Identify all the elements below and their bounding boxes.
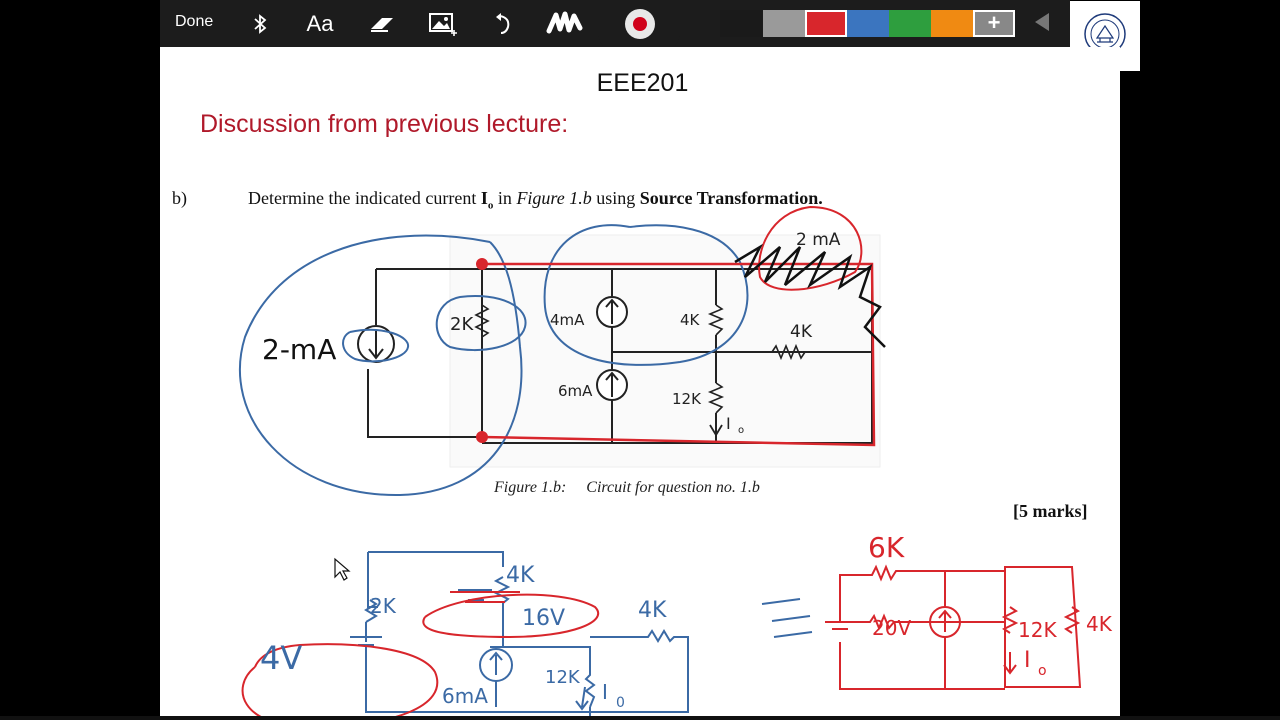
circuit-figure: 2K 4mA 4K 4K 6mA 12K I o 2 mA bbox=[357, 230, 881, 468]
color-swatch-blue[interactable] bbox=[847, 10, 889, 37]
current-symbol: I bbox=[480, 188, 488, 208]
right-circuit-wires bbox=[839, 566, 1082, 688]
marker-button[interactable] bbox=[545, 7, 585, 41]
undo-button[interactable] bbox=[487, 7, 521, 41]
question-text-2: in bbox=[493, 188, 517, 208]
ink-label-16v: 16V bbox=[522, 606, 565, 631]
color-swatch-orange[interactable] bbox=[931, 10, 973, 37]
question-text-1: Determine the indicated current bbox=[248, 188, 481, 208]
circle-4ma-4k bbox=[543, 224, 749, 366]
insert-image-button[interactable] bbox=[426, 7, 460, 41]
current-source-6ma bbox=[596, 369, 628, 401]
plus-icon: + bbox=[987, 10, 1001, 35]
figure-caption-label: Figure 1.b: bbox=[494, 479, 567, 496]
record-button[interactable] bbox=[625, 9, 655, 39]
section-heading: Discussion from previous lecture: bbox=[200, 110, 569, 138]
add-color-button[interactable]: + bbox=[973, 10, 1015, 37]
circle-left-network bbox=[239, 234, 523, 497]
current-source-4ma bbox=[596, 296, 628, 328]
chevron-left-icon[interactable] bbox=[1035, 13, 1049, 31]
page-title: EEE201 bbox=[596, 69, 689, 97]
circle-2ma bbox=[342, 328, 410, 363]
color-swatch-gray[interactable] bbox=[763, 10, 805, 37]
annotation-toolbar: Done Aa + bbox=[160, 0, 1070, 54]
current-subscript: o bbox=[487, 199, 494, 212]
lecture-slide: EEE201 Discussion from previous lecture:… bbox=[160, 47, 1120, 720]
text-tool-label: Aa bbox=[306, 11, 334, 36]
ink-label-6ma: 6mA bbox=[442, 684, 488, 708]
resistor-12k bbox=[707, 382, 725, 414]
figure-reference: Figure 1.b bbox=[516, 188, 592, 208]
done-button[interactable]: Done bbox=[175, 13, 214, 30]
ink-label-io-sub: 0 bbox=[616, 695, 625, 711]
bottom-circuit-top-wire bbox=[368, 551, 504, 567]
undo-icon bbox=[496, 13, 510, 34]
current-io-arrow bbox=[709, 413, 723, 437]
ink-label-4k-far-right: 4K bbox=[1086, 612, 1113, 636]
label-io-sub: o bbox=[738, 425, 744, 436]
ink-label-12k-right: 12K bbox=[1018, 618, 1057, 642]
blue-ink bbox=[239, 224, 749, 720]
color-swatch-red[interactable] bbox=[805, 10, 847, 37]
label-12k: 12K bbox=[672, 390, 702, 408]
record-icon bbox=[633, 17, 647, 31]
color-swatch-green[interactable] bbox=[889, 10, 931, 37]
question-label: b) bbox=[172, 188, 187, 208]
ink-label-io-right-sub: o bbox=[1038, 663, 1047, 679]
resistor-2k bbox=[474, 304, 490, 338]
mouse-cursor-icon bbox=[334, 557, 351, 581]
label-4ma: 4mA bbox=[550, 311, 585, 329]
bluetooth-button[interactable] bbox=[243, 7, 277, 41]
label-io: I bbox=[726, 414, 731, 433]
text-tool-button[interactable]: Aa bbox=[303, 7, 337, 41]
resistor-4k-vertical bbox=[707, 304, 725, 336]
handwritten-annotations: 2-mA 4K 2K 16V 4K 4V 6mA 12K I 0 6K 20V … bbox=[239, 206, 1113, 720]
circle-16v-source bbox=[422, 593, 600, 639]
ink-label-4k-right: 4K bbox=[638, 598, 667, 623]
ink-label-2k: 2K bbox=[370, 594, 397, 618]
bluetooth-icon bbox=[254, 14, 267, 34]
label-4k-horizontal: 4K bbox=[790, 322, 813, 342]
question-text: Determine the indicated current Io in Fi… bbox=[248, 188, 823, 212]
ink-label-io: I bbox=[602, 680, 608, 704]
label-4k-vertical: 4K bbox=[680, 311, 701, 329]
ink-label-6k: 6K bbox=[868, 531, 905, 564]
method-name: Source Transformation. bbox=[639, 188, 823, 208]
image-icon bbox=[429, 13, 457, 36]
circle-2ma-source bbox=[758, 206, 863, 291]
label-2k: 2K bbox=[450, 314, 474, 335]
marker-icon bbox=[546, 11, 583, 34]
label-2ma-source: 2 mA bbox=[796, 230, 841, 250]
bottom-bar bbox=[0, 716, 1280, 720]
ink-label-12k: 12K bbox=[545, 667, 581, 688]
eraser-button[interactable] bbox=[365, 7, 399, 41]
marks-label: [5 marks] bbox=[1013, 501, 1088, 521]
eraser-icon bbox=[371, 18, 393, 32]
circle-2k bbox=[435, 295, 527, 351]
ink-label-2ma: 2-mA bbox=[262, 333, 336, 366]
figure-caption-text: Circuit for question no. 1.b bbox=[586, 479, 760, 496]
color-swatch-black[interactable] bbox=[720, 10, 762, 37]
ink-label-20v: 20V bbox=[872, 616, 911, 640]
label-6ma: 6mA bbox=[558, 382, 593, 400]
equals-sign bbox=[761, 598, 813, 638]
ink-label-4v: 4V bbox=[260, 639, 302, 677]
red-trace-network bbox=[481, 262, 876, 447]
question-text-3: using bbox=[591, 188, 640, 208]
ink-label-io-right: I bbox=[1024, 648, 1031, 673]
figure-caption: Figure 1.b: Circuit for question no. 1.b bbox=[494, 479, 760, 497]
resistor-4k-horizontal bbox=[771, 343, 806, 361]
ink-label-4k-top: 4K bbox=[506, 563, 535, 588]
scribble-removed-source bbox=[734, 243, 886, 348]
red-ink bbox=[241, 206, 1082, 720]
